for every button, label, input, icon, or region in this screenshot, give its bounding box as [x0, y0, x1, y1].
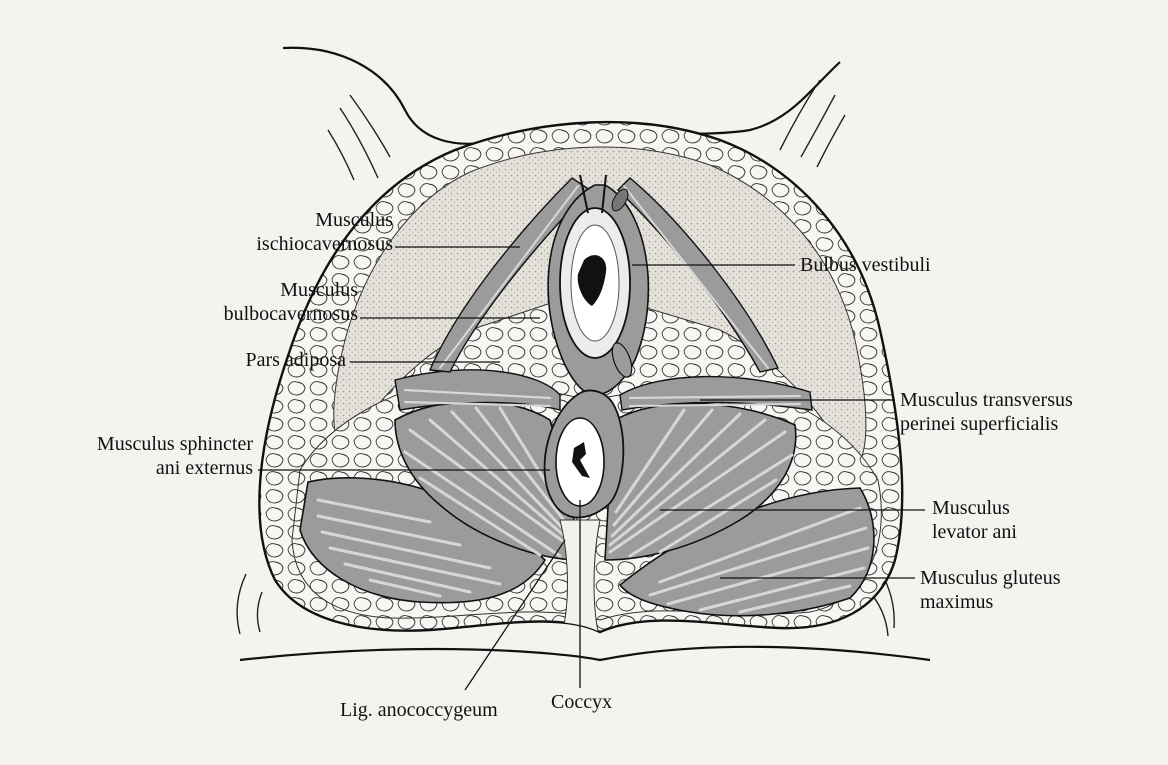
label-ischiocavernosus-line1: Musculus	[256, 208, 393, 232]
label-bulbus-vestibuli: Bulbus vestibuli	[800, 253, 931, 277]
label-sphincter: Musculus sphincter ani externus	[97, 432, 253, 480]
label-pars-adiposa: Pars adiposa	[245, 348, 346, 372]
label-gluteus-line2: maximus	[920, 590, 1061, 614]
label-levator-line1: Musculus	[932, 496, 1017, 520]
label-ischiocavernosus-line2: ischiocavernosus	[256, 232, 393, 256]
label-transversus: Musculus transversus perinei superficial…	[900, 388, 1073, 436]
label-levator: Musculus levator ani	[932, 496, 1017, 544]
label-pars-adiposa-text: Pars adiposa	[245, 348, 346, 372]
label-anococcygeum: Lig. anococcygeum	[340, 698, 498, 722]
label-bulbus-vestibuli-text: Bulbus vestibuli	[800, 253, 931, 277]
label-ischiocavernosus: Musculus ischiocavernosus	[256, 208, 393, 256]
label-sphincter-line1: Musculus sphincter	[97, 432, 253, 456]
label-bulbocavernosus: Musculus bulbocavernosus	[224, 278, 358, 326]
label-anococcygeum-text: Lig. anococcygeum	[340, 698, 498, 722]
label-coccyx-text: Coccyx	[551, 690, 612, 714]
label-bulbocavernosus-line2: bulbocavernosus	[224, 302, 358, 326]
label-bulbocavernosus-line1: Musculus	[224, 278, 358, 302]
label-transversus-line2: perinei superficialis	[900, 412, 1073, 436]
label-gluteus-line1: Musculus gluteus	[920, 566, 1061, 590]
label-transversus-line1: Musculus transversus	[900, 388, 1073, 412]
label-levator-line2: levator ani	[932, 520, 1017, 544]
label-coccyx: Coccyx	[551, 690, 612, 714]
label-sphincter-line2: ani externus	[97, 456, 253, 480]
label-gluteus: Musculus gluteus maximus	[920, 566, 1061, 614]
